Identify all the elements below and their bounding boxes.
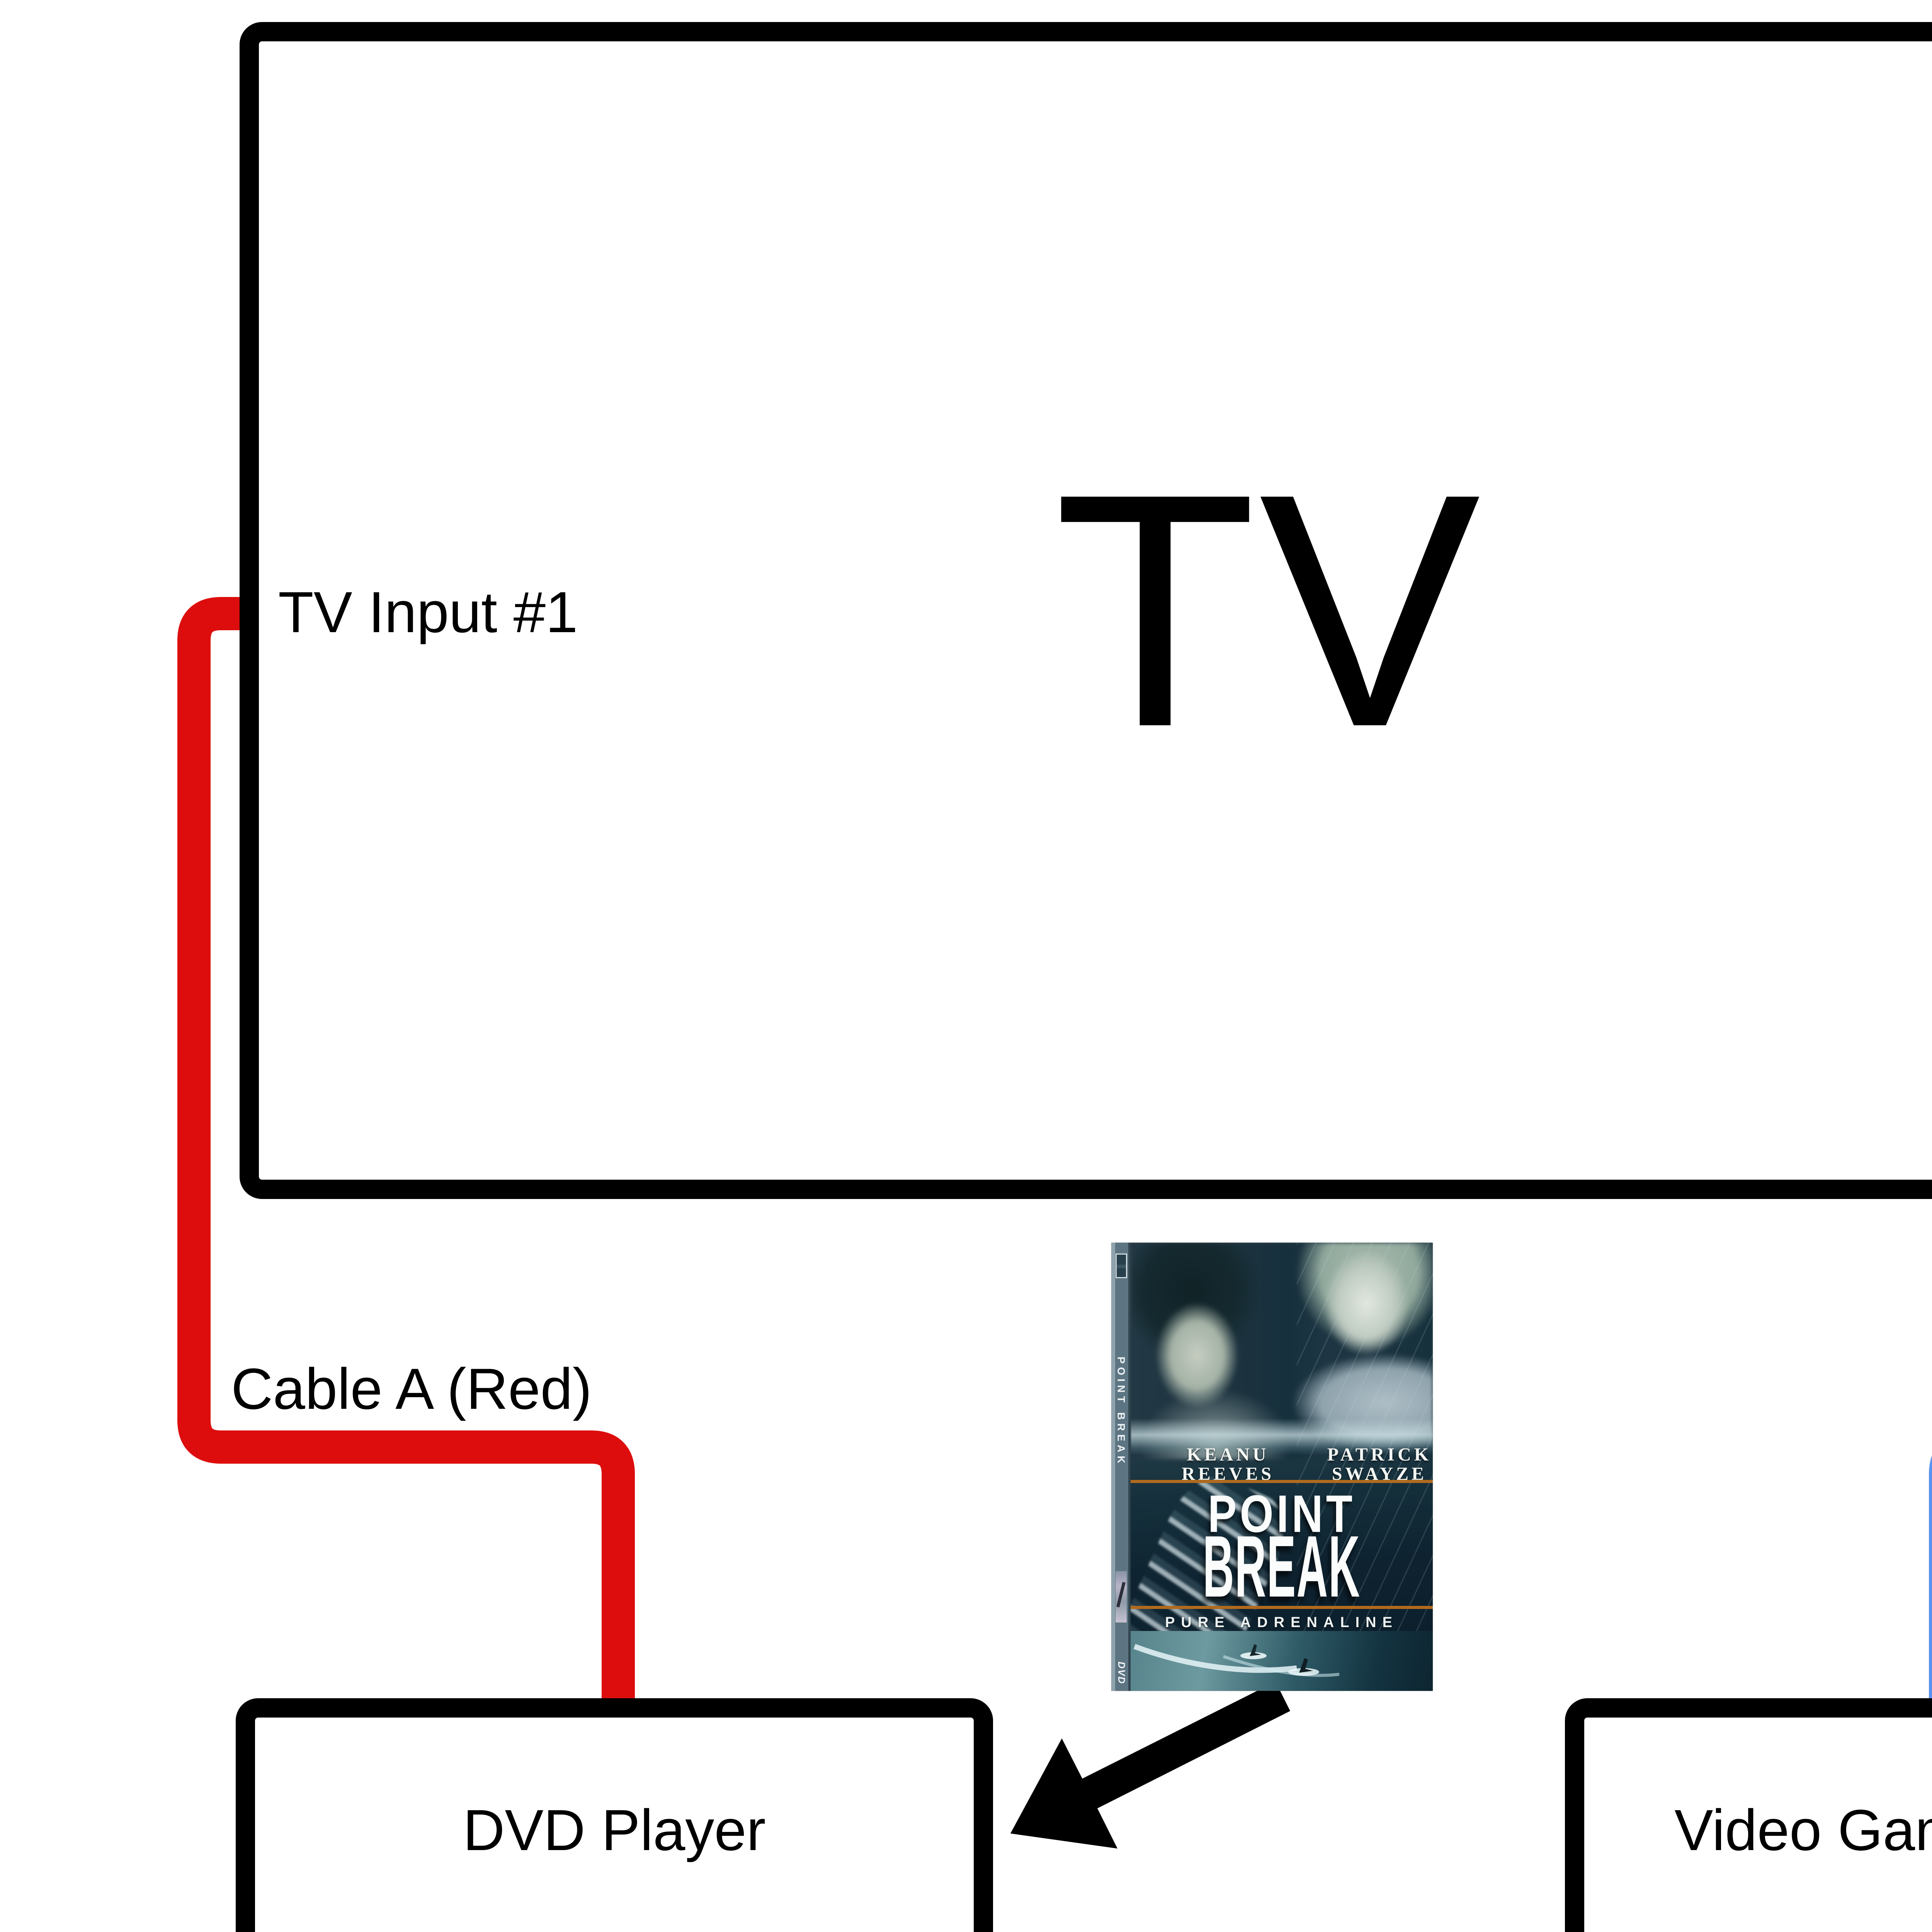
cable-a-label: Cable A (Red) (231, 1356, 592, 1421)
cable-a-red-wire (177, 597, 635, 1716)
rain-streaks (1297, 1243, 1433, 1691)
actor-name-left: KEANU REEVES (1181, 1444, 1275, 1484)
surf-scene (1131, 1631, 1433, 1691)
tv-title: TV (1054, 425, 1483, 796)
spine-surfer-thumbnail (1116, 1571, 1127, 1622)
movie-title-line1: POINT (1208, 1484, 1356, 1543)
actor-name-right: PATRICK SWAYZE (1327, 1444, 1432, 1484)
movie-title-line2: BREAK (1202, 1517, 1361, 1616)
wave-crest (1131, 1418, 1433, 1455)
dvd-player-box: DVD Player (236, 1698, 993, 1932)
point-break-dvd-cover: POINT BREAK DVD KEANU REEVES PATRICK SWA… (1111, 1243, 1433, 1691)
studio-logo-icon (1116, 1253, 1127, 1278)
tv-input1-label: TV Input #1 (278, 580, 578, 645)
surfer-silhouette (1299, 1658, 1313, 1673)
orange-divider-top (1131, 1480, 1433, 1483)
arrow-to-dvd-player (1010, 1682, 1290, 1849)
surfers-illustration (1133, 1644, 1340, 1677)
video-game-console-box: Video Game Console (1565, 1698, 1932, 1932)
dvd-front-art: KEANU REEVES PATRICK SWAYZE POINT BREAK … (1131, 1243, 1433, 1691)
spine-title: POINT BREAK (1115, 1357, 1127, 1467)
dvd-format-logo: DVD (1116, 1661, 1127, 1684)
video-game-console-label: Video Game Console (1674, 1797, 1932, 1862)
tv-box: TV (240, 22, 1932, 1199)
surfer-silhouette (1250, 1644, 1261, 1656)
dvd-player-label: DVD Player (463, 1797, 766, 1862)
dvd-spine: POINT BREAK DVD (1111, 1243, 1131, 1691)
orange-divider-bottom (1131, 1606, 1433, 1609)
